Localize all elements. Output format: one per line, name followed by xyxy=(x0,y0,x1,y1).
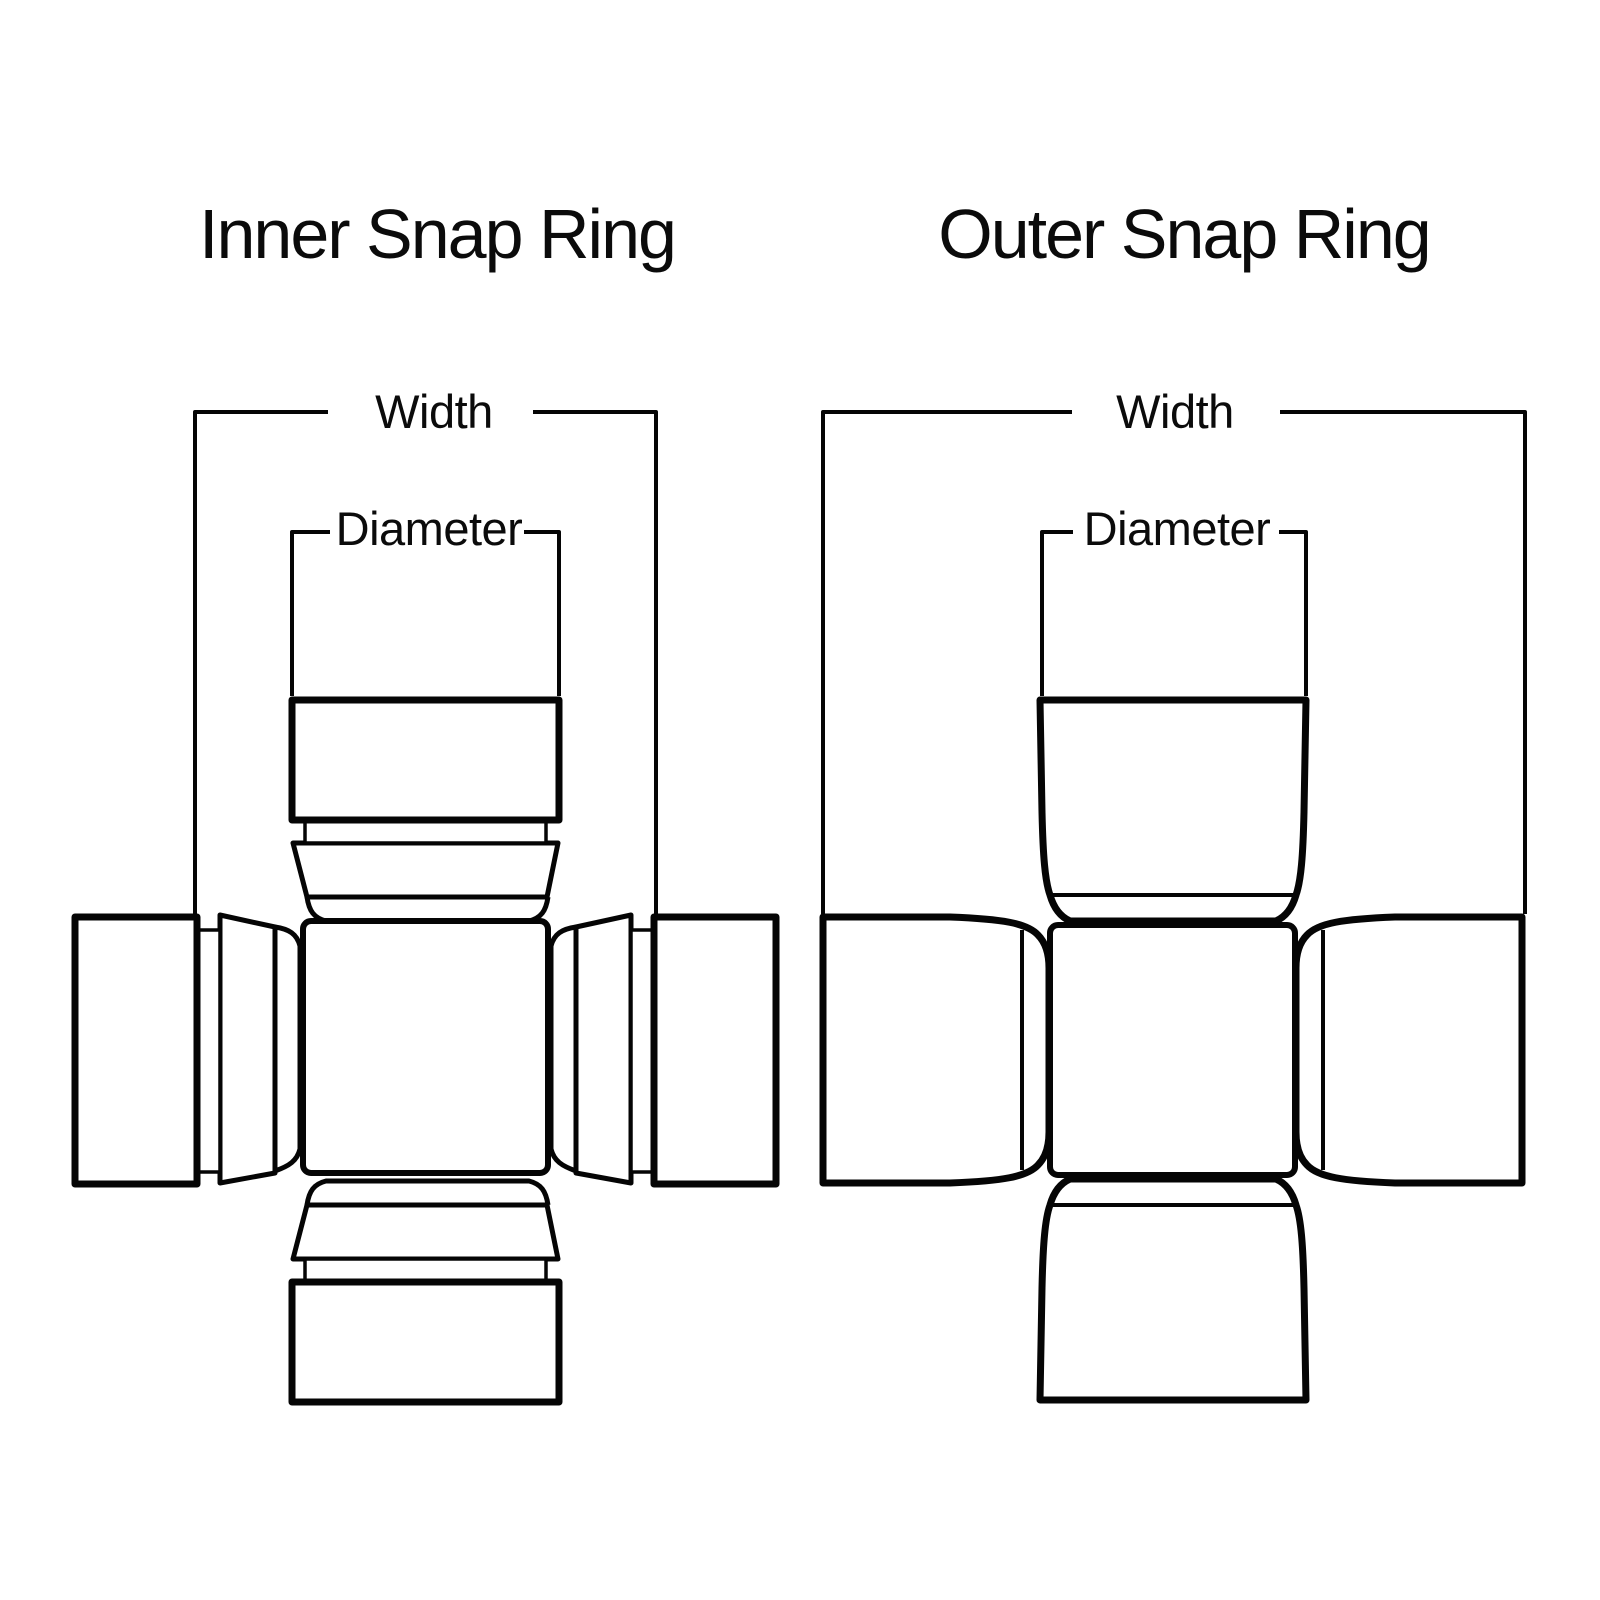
inner-right-snap-ring xyxy=(573,912,634,1186)
outer-diameter-dimension-line xyxy=(1040,530,1308,696)
inner-bottom-boot xyxy=(304,1178,551,1206)
inner-left-snap-ring xyxy=(217,912,278,1186)
outer-bottom-bearing-cup xyxy=(1036,1175,1310,1404)
inner-diameter-dimension-line xyxy=(290,530,561,696)
inner-left-boot xyxy=(274,924,303,1174)
outer-width-label: Width xyxy=(1116,385,1234,438)
outer-left-bearing-cup xyxy=(819,913,1053,1187)
outer-title: Outer Snap Ring xyxy=(938,195,1429,273)
inner-left-bearing-cap xyxy=(71,913,201,1188)
outer-diameter-label: Diameter xyxy=(1084,502,1271,555)
inner-width-dimension-line xyxy=(193,410,658,914)
inner-right-boot xyxy=(548,924,577,1174)
outer-right-bearing-cup xyxy=(1292,913,1526,1187)
inner-bottom-bearing-cap xyxy=(288,1278,563,1406)
inner-right-bearing-cap xyxy=(650,913,780,1188)
outer-width-dimension-line xyxy=(821,410,1527,914)
inner-bottom-snap-ring xyxy=(290,1202,561,1262)
outer-cross-body xyxy=(1047,922,1298,1178)
outer-top-bearing-cup xyxy=(1036,696,1310,925)
inner-width-label: Width xyxy=(375,385,493,438)
inner-top-boot xyxy=(304,896,551,924)
inner-title: Inner Snap Ring xyxy=(199,195,675,273)
inner-diameter-label: Diameter xyxy=(336,502,523,555)
inner-cross-body xyxy=(300,918,551,1176)
inner-top-snap-ring xyxy=(290,840,561,900)
outer-snap-ring-diagram: Outer Snap Ring Width Diameter xyxy=(819,195,1527,1404)
inner-top-bearing-cap xyxy=(288,696,563,824)
inner-snap-ring-diagram: Inner Snap Ring Width Diameter xyxy=(71,195,780,1406)
